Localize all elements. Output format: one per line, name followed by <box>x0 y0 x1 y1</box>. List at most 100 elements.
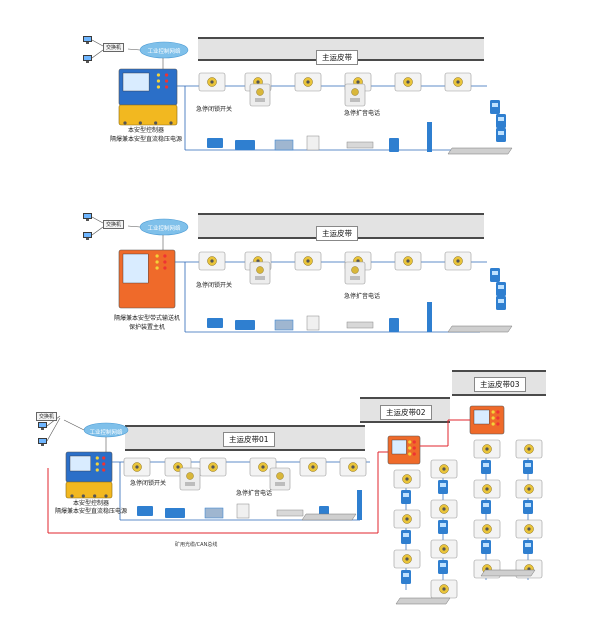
s1-switch-label: 交换机 <box>103 43 125 52</box>
s3-chain-estop-0-0 <box>393 469 421 489</box>
s2-controller-icon <box>118 249 176 309</box>
s3-chain-estop-1-0 <box>430 459 458 479</box>
s2-phone-icon-1 <box>344 261 366 285</box>
s3-network-label: 工业控制网络 <box>89 430 123 436</box>
s2-estop-icon-0 <box>198 251 226 271</box>
s3-chain-estop-2-2 <box>473 479 501 499</box>
s3-chain-estop-0-2 <box>393 509 421 529</box>
s2-belt-title: 主运皮带 <box>316 226 358 241</box>
s1-right-sensor-1 <box>496 114 506 128</box>
s2-network-label: 工业控制网络 <box>147 226 181 232</box>
s3-switch-label: 交换机 <box>36 412 58 421</box>
s3-phone-icon-0 <box>179 467 201 491</box>
s3-chain-sensor-3-1 <box>523 460 533 474</box>
s1-link <box>91 49 104 59</box>
s3-cable-label: 矿用光缆/CAN总线 <box>175 542 218 548</box>
s1-controller-label-2: 隔爆兼本安型直流稳压电源 <box>109 136 183 143</box>
s3-estop-label: 急停闭锁开关 <box>130 480 167 487</box>
s3-chain-sensor-2-5 <box>481 540 491 554</box>
s3-link <box>46 417 61 442</box>
s3-controller2-icon <box>387 435 421 465</box>
s3-controller-label-2: 隔爆兼本安型直流稳压电源 <box>54 508 128 515</box>
s2-computer-icon-1 <box>83 213 92 221</box>
s2-link <box>91 216 104 224</box>
s1-phone-icon-0 <box>249 83 271 107</box>
s3-chain-estop-2-0 <box>473 439 501 459</box>
s3-chain-estop-3-2 <box>515 479 543 499</box>
s3-estop-icon-5 <box>339 457 367 477</box>
s1-estop-icon-4 <box>394 72 422 92</box>
s3-link <box>63 419 85 431</box>
s1-estop-icon-2 <box>294 72 322 92</box>
s2-right-sensor-2 <box>496 296 506 310</box>
s2-right-sensor-0 <box>490 268 500 282</box>
s3-computer-icon-1 <box>38 422 47 430</box>
s1-phone-icon-1 <box>344 83 366 107</box>
s3-link <box>46 415 61 427</box>
s1-estop-icon-5 <box>444 72 472 92</box>
s3-chain-sensor-2-1 <box>481 460 491 474</box>
s2-conveyor-plate <box>447 325 513 333</box>
s3-chain-estop-0-4 <box>393 549 421 569</box>
s3-chain-sensor-1-3 <box>438 520 448 534</box>
s3-computer-icon-2 <box>38 438 47 446</box>
s1-computer-icon-2 <box>83 55 92 63</box>
s1-link <box>127 48 141 51</box>
s3-chain-sensor-0-1 <box>401 490 411 504</box>
s2-link <box>127 225 141 228</box>
s1-estop-icon-0 <box>198 72 226 92</box>
s2-right-sensor-1 <box>496 282 506 296</box>
s1-power-supply-icon <box>118 104 178 126</box>
s3-chain-sensor-2-3 <box>481 500 491 514</box>
s3-chain-sensor-3-5 <box>523 540 533 554</box>
s3-estop-icon-2 <box>199 457 227 477</box>
s1-network-label: 工业控制网络 <box>147 49 181 55</box>
s1-right-sensor-2 <box>496 128 506 142</box>
s3-conveyor-plate <box>301 513 357 521</box>
s3-phone-label: 急停扩音电话 <box>236 490 273 497</box>
s2-controller-label-1: 隔爆兼本安型带式输送机 <box>113 315 181 322</box>
s3-conveyor-plate-3 <box>480 569 536 577</box>
s3-estop-icon-3 <box>249 457 277 477</box>
s3-conveyor-plate-2 <box>395 597 451 605</box>
s2-estop-icon-4 <box>394 251 422 271</box>
s2-controller-label-2: 保护装置主机 <box>128 324 166 331</box>
s3-chain-estop-3-4 <box>515 519 543 539</box>
s3-chain-sensor-0-3 <box>401 530 411 544</box>
s3-controller-icon <box>65 451 113 483</box>
s3-chain-sensor-0-5 <box>401 570 411 584</box>
s1-computer-icon-1 <box>83 36 92 44</box>
s3-power-supply-icon <box>65 481 113 499</box>
s2-estop-label: 急停闭锁开关 <box>196 282 233 289</box>
s3-belt3-title: 主运皮带03 <box>474 377 526 392</box>
s1-phone-label: 急停扩音电话 <box>344 110 381 117</box>
s2-phone-icon-0 <box>249 261 271 285</box>
s1-belt-title: 主运皮带 <box>316 50 358 65</box>
s2-estop-icon-5 <box>444 251 472 271</box>
s3-sensor-row <box>137 490 362 520</box>
s1-conveyor-plate <box>447 147 513 155</box>
s1-sensor-row <box>207 122 432 152</box>
s2-sensor-row <box>207 302 432 332</box>
s3-chain-sensor-1-5 <box>438 560 448 574</box>
s3-chain-estop-1-2 <box>430 499 458 519</box>
s1-link <box>91 39 104 47</box>
s3-controller3-icon <box>469 405 505 435</box>
s2-switch-label: 交换机 <box>103 220 125 229</box>
s3-estop-icon-4 <box>299 457 327 477</box>
s3-chain-sensor-3-3 <box>523 500 533 514</box>
s3-phone-icon-1 <box>269 467 291 491</box>
s3-belt1-title: 主运皮带01 <box>223 432 275 447</box>
s2-link <box>91 226 104 236</box>
s3-chain-sensor-1-1 <box>438 480 448 494</box>
s3-chain-estop-2-4 <box>473 519 501 539</box>
s3-chain-estop-1-6 <box>430 579 458 599</box>
s2-estop-icon-2 <box>294 251 322 271</box>
s1-right-sensor-0 <box>490 100 500 114</box>
s3-estop-icon-0 <box>123 457 151 477</box>
s3-controller-label-1: 本安型控制器 <box>72 500 110 507</box>
s2-phone-label: 急停扩音电话 <box>344 293 381 300</box>
s1-controller-icon <box>118 68 178 106</box>
s2-computer-icon-2 <box>83 232 92 240</box>
